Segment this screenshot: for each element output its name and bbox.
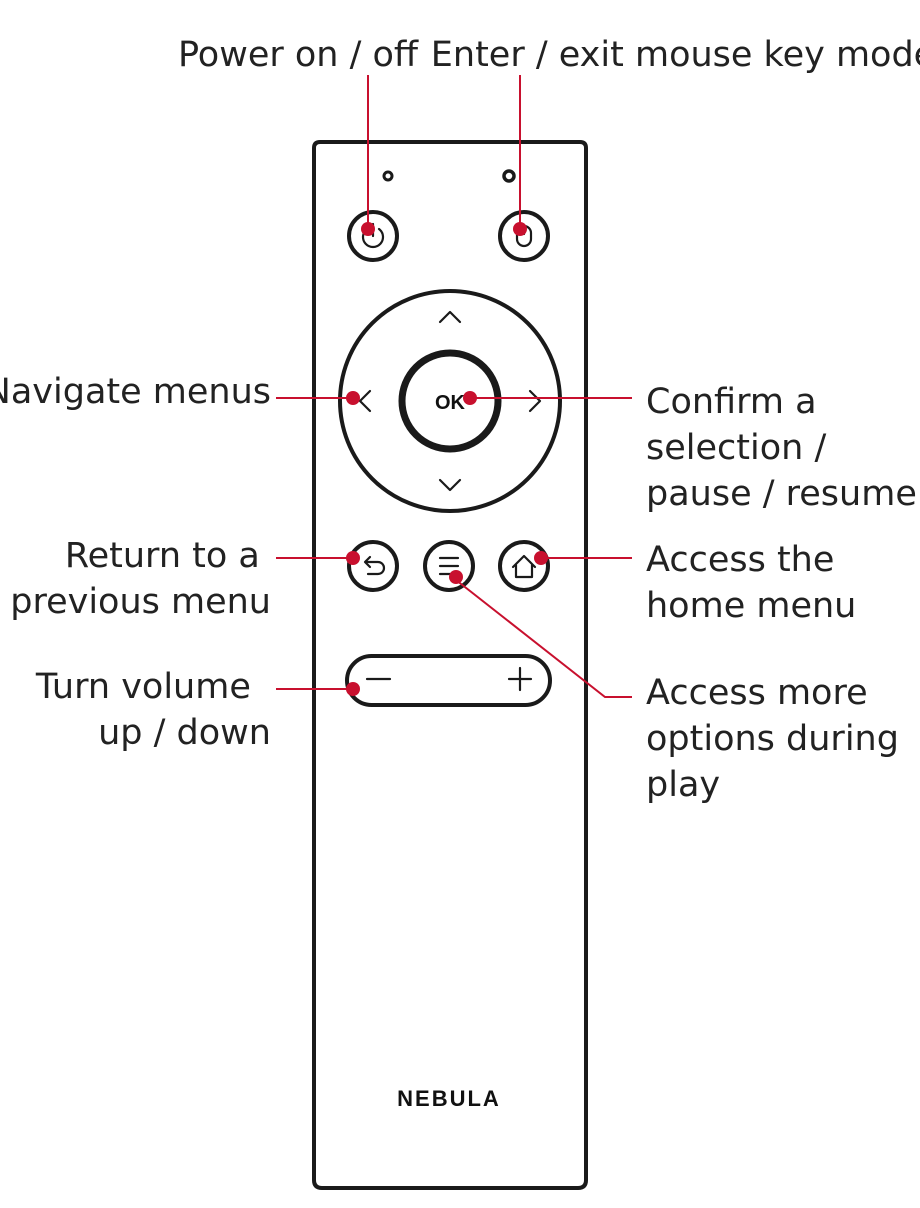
dot-volume <box>346 682 360 696</box>
dpad-up-icon[interactable] <box>438 310 462 324</box>
power-button[interactable] <box>347 210 399 262</box>
label-volume: Turn volume up / down <box>35 667 271 753</box>
ok-label: OK <box>435 392 466 414</box>
dot-back <box>346 551 360 565</box>
dot-home <box>534 551 548 565</box>
home-icon <box>511 554 537 579</box>
dpad-right-icon[interactable] <box>528 389 542 413</box>
indicator-led-left <box>382 170 394 182</box>
ok-button[interactable]: OK <box>398 349 502 453</box>
dpad-down-icon[interactable] <box>438 478 462 492</box>
back-arrow-icon <box>363 555 386 576</box>
label-mouse: Enter / exit mouse key mode <box>431 35 920 75</box>
label-home: Access the home menu <box>646 540 856 626</box>
label-back: Return to a previous menu <box>10 536 271 622</box>
back-button[interactable] <box>347 540 399 592</box>
brand-logo: NEBULA <box>397 1086 501 1111</box>
label-power: Power on / off <box>178 35 419 75</box>
label-confirm: Confirm a selection / pause / resume <box>646 382 917 514</box>
volume-up-icon[interactable] <box>507 666 533 692</box>
dot-power <box>361 222 375 236</box>
label-options: Access more options during play <box>646 673 910 805</box>
dot-navigate <box>346 391 360 405</box>
volume-rocker[interactable] <box>345 654 552 707</box>
menu-button[interactable] <box>423 540 475 592</box>
dot-options <box>449 570 463 584</box>
label-navigate: Navigate menus <box>0 372 271 412</box>
home-button[interactable] <box>498 540 550 592</box>
mouse-mode-button[interactable] <box>498 210 550 262</box>
leader-options <box>455 579 632 698</box>
dpad-left-icon[interactable] <box>358 389 372 413</box>
dot-mouse <box>513 222 527 236</box>
indicator-led-right <box>502 169 516 183</box>
dot-confirm <box>463 391 477 405</box>
remote-body <box>312 140 588 1190</box>
